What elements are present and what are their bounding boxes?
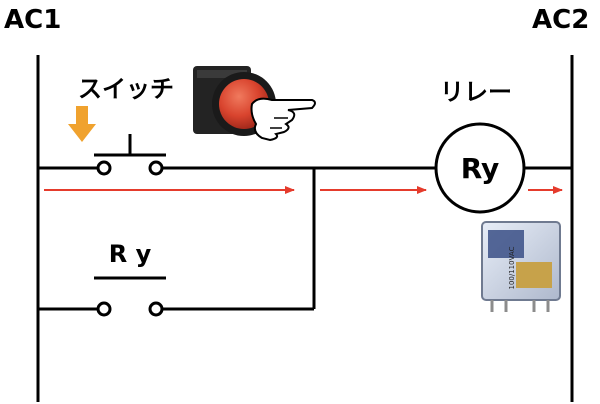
switch-label: スイッチ [78, 75, 174, 103]
relay-coil [434, 122, 526, 214]
right-rail-label: AC2 [532, 5, 589, 35]
down-arrow-icon [68, 106, 96, 142]
relay-component-icon [481, 221, 561, 312]
relay-contact-label: R y [109, 240, 152, 268]
relay-label: リレー [440, 78, 512, 106]
relay-coil-label: Ry [461, 152, 500, 185]
left-rail-label: AC1 [4, 5, 61, 35]
switch-contact [94, 134, 166, 176]
relay-contact [94, 276, 166, 317]
relay-body-text: 100/110VAC [508, 246, 516, 289]
pointing-hand-icon [250, 97, 316, 142]
